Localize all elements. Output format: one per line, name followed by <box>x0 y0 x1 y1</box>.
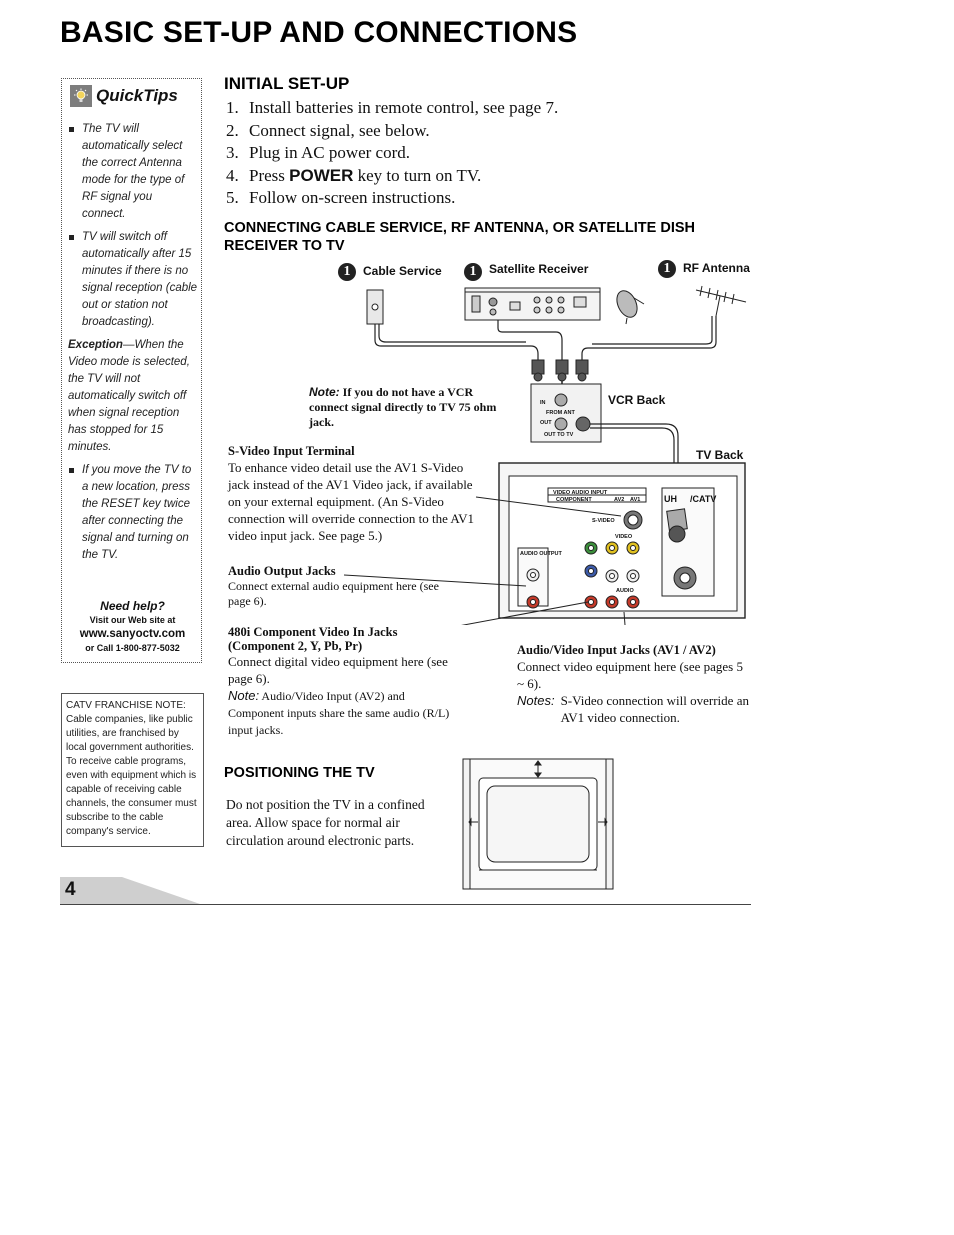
phone-number: or Call 1-800-877-5032 <box>85 643 180 653</box>
connection-diagram: IN FROM ANT OUT OUT TO TV VIDEO AUDIO IN… <box>343 285 747 625</box>
cable-service-label: Cable Service <box>363 264 442 278</box>
need-help-title: Need help? <box>100 599 165 613</box>
positioning-text: Do not position the TV in a confined are… <box>226 797 425 848</box>
step-text: Follow on-screen instructions. <box>249 188 456 207</box>
exception-text: —When the Video mode is selected, the TV… <box>68 339 190 453</box>
component-title: 480i Component Video In Jacks (Component… <box>228 625 398 653</box>
component-note-text: Audio/Video Input (AV2) and Component in… <box>228 689 450 737</box>
step-number: 5. <box>226 188 239 207</box>
connector-icon <box>575 359 589 382</box>
av-input-callout: Audio/Video Input Jacks (AV1 / AV2) Conn… <box>517 643 752 726</box>
tv-svideo-label: S-VIDEO <box>592 518 615 524</box>
wall-outlet-icon <box>366 289 384 325</box>
vcr-out-to-tv-label: OUT TO TV <box>544 432 574 438</box>
step-text: key to turn on TV. <box>353 165 482 185</box>
component-text: Connect digital video equipment here (se… <box>228 654 448 686</box>
satellite-receiver-label: Satellite Receiver <box>489 262 589 276</box>
step-one-badge: 1 <box>464 263 482 281</box>
quicktips-title: QuickTips <box>96 86 178 105</box>
vcr-note: Note: If you do not have a VCR connect s… <box>309 385 499 430</box>
step-text: Install batteries in remote control, see… <box>249 98 559 117</box>
positioning-heading: POSITIONING THE TV <box>224 765 375 781</box>
tv-audio-output-label: AUDIO OUTPUT <box>520 551 563 557</box>
step-number: 1. <box>226 98 239 117</box>
quicktips-sidebar: QuickTips The TV will automatically sele… <box>61 78 202 663</box>
av-input-title: Audio/Video Input Jacks (AV1 / AV2) <box>517 643 716 657</box>
tv-clearance-diagram <box>462 758 614 890</box>
audio-output-callout: Audio Output Jacks Connect external audi… <box>228 564 453 609</box>
vcr-from-ant-label: FROM ANT <box>546 410 575 416</box>
tv-av1-label: AV1 <box>630 497 640 503</box>
setup-step: 2. Connect signal, see below. <box>226 120 558 143</box>
quicktip-item: The TV will automatically select the cor… <box>68 121 198 223</box>
av-input-notes: Notes: S-Video connection will override … <box>517 692 752 726</box>
quicktip-item: TV will switch off automatically after 1… <box>68 229 198 331</box>
need-help-visit: Visit our Web site at <box>89 615 176 625</box>
tv-back-label: TV Back <box>696 448 744 462</box>
av-notes-text: S-Video connection will override an AV1 … <box>560 693 749 725</box>
audio-output-title: Audio Output Jacks <box>228 564 336 578</box>
tv-back-panel <box>498 462 746 619</box>
connector-icon <box>555 359 569 382</box>
rf-antenna-icon <box>695 285 747 317</box>
component-note-label: Note: <box>228 688 260 703</box>
setup-step: 1. Install batteries in remote control, s… <box>226 97 558 120</box>
step-one-badge: 1 <box>338 263 356 281</box>
need-help: Need help? Visit our Web site at www.san… <box>62 599 203 655</box>
exception-label: Exception <box>68 339 123 351</box>
page-title: BASIC SET-UP AND CONNECTIONS <box>60 16 578 49</box>
tv-video-label: VIDEO <box>615 534 633 540</box>
audio-output-text: Connect external audio equipment here (s… <box>228 579 439 608</box>
initial-setup-steps: 1. Install batteries in remote control, s… <box>226 97 558 210</box>
connector-icon <box>531 359 545 382</box>
tv-uhf-label: UH <box>664 494 677 504</box>
rf-antenna-label: RF Antenna <box>683 261 750 275</box>
page-number-tab <box>60 877 200 904</box>
setup-step: 4. Press POWER key to turn on TV. <box>226 165 558 188</box>
setup-step: 3. Plug in AC power cord. <box>226 142 558 165</box>
quicktips-header: QuickTips <box>70 85 178 107</box>
svideo-callout: S-Video Input Terminal To enhance video … <box>228 444 483 544</box>
svideo-callout-text: To enhance video detail use the AV1 S-Vi… <box>228 460 474 543</box>
power-keyword: POWER <box>289 165 354 185</box>
satellite-receiver-icon <box>464 287 601 321</box>
av-notes-label: Notes: <box>517 693 555 708</box>
lightbulb-icon <box>70 85 92 107</box>
vcr-back-label: VCR Back <box>608 393 666 407</box>
tv-component-label: COMPONENT <box>556 497 592 503</box>
step-text: Press <box>249 165 290 185</box>
step-one-badge: 1 <box>658 260 676 278</box>
page-number: 4 <box>65 879 76 900</box>
quicktip-item: If you move the TV to a new location, pr… <box>68 462 198 564</box>
step-number: 4. <box>226 165 239 185</box>
website-link[interactable]: www.sanyoctv.com <box>79 628 186 640</box>
connecting-heading: CONNECTING CABLE SERVICE, RF ANTENNA, OR… <box>224 220 696 254</box>
quicktip-exception: Exception—When the Video mode is selecte… <box>68 337 198 456</box>
tv-catv-label: /CATV <box>690 494 716 504</box>
component-note: Note: Audio/Video Input (AV2) and Compon… <box>228 687 453 739</box>
step-text: Plug in AC power cord. <box>249 143 411 162</box>
step-number: 2. <box>226 120 239 140</box>
svideo-callout-title: S-Video Input Terminal <box>228 444 355 458</box>
step-number: 3. <box>226 143 239 162</box>
setup-step: 5. Follow on-screen instructions. <box>226 187 558 210</box>
satellite-dish-icon <box>616 290 645 325</box>
initial-setup-heading: INITIAL SET-UP <box>224 74 350 93</box>
vcr-out-label: OUT <box>540 420 552 426</box>
quicktips-list: The TV will automatically select the cor… <box>68 121 198 570</box>
catv-franchise-note: CATV FRANCHISE NOTE: Cable companies, li… <box>61 693 204 847</box>
tv-av2-label: AV2 <box>614 497 624 503</box>
vcr-note-text: If you do not have a VCR connect signal … <box>309 385 497 429</box>
footer-rule <box>60 904 751 905</box>
av-input-text: Connect video equipment here (see pages … <box>517 659 743 691</box>
component-callout: 480i Component Video In Jacks (Component… <box>228 625 453 739</box>
tv-panel-title: VIDEO AUDIO INPUT <box>553 490 608 496</box>
vcr-in-label: IN <box>540 400 546 406</box>
vcr-note-label: Note: <box>309 385 340 399</box>
vcr-back-panel <box>530 383 602 443</box>
step-text: Connect signal, see below. <box>249 120 430 140</box>
tv-audio-label: AUDIO <box>616 588 634 594</box>
